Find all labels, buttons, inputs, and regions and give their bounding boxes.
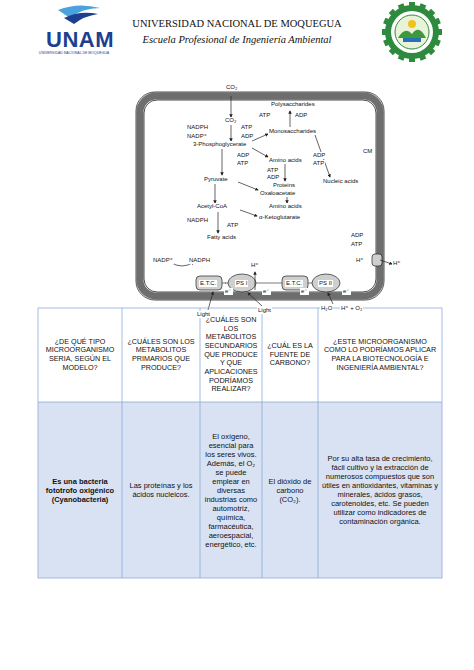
gear-tooth [418, 53, 426, 61]
gear-tooth [389, 47, 397, 55]
membrane-label: CM [362, 148, 373, 155]
column-header: ¿CUÁLES SON LOS METABOLITOS SECUNDARIOS … [203, 316, 259, 394]
cofactor: ATP [240, 124, 253, 131]
cofactor: ATP [350, 241, 363, 248]
electron: e⁻ [342, 288, 351, 295]
cofactor: ATP [258, 112, 271, 119]
table-cell: El oxígeno, esencial para los seres vivo… [200, 402, 262, 578]
electron: e⁻ [300, 288, 309, 295]
page-heading: UNIVERSIDAD NACIONAL DE MOQUEGUA [107, 18, 367, 30]
gear-tooth [398, 3, 406, 11]
school-logo [382, 2, 442, 62]
cofactor: ATP [226, 222, 239, 229]
metabolite: Nucleic acids [322, 178, 359, 185]
cofactor: ATP [312, 160, 325, 167]
gear-tooth [433, 18, 441, 26]
complex-label: E.T.C. [199, 280, 217, 287]
gear-tooth [389, 9, 397, 17]
ion: H⁺ [355, 257, 365, 264]
cofactor: NADP⁺ [186, 133, 208, 140]
ion: H⁺ [250, 262, 260, 269]
product: H⁺ + O₂ [340, 305, 363, 312]
table-cell: Por su alta tasa de crecimiento, fácil c… [318, 402, 442, 578]
logo-text: UNAM [46, 28, 114, 52]
metabolite: Acetyl-CoA [196, 203, 228, 210]
reactant: H₂O [320, 305, 333, 312]
column-header: ¿ESTE MICROORGANISMO COMO LO PODRÍAMOS A… [321, 338, 439, 373]
gear-tooth [409, 2, 415, 8]
gear-tooth [409, 56, 415, 62]
light-label: Light [257, 307, 272, 314]
table-cell: Las proteínas y los ácidos nucleicos. [122, 402, 200, 578]
table-header-cell: ¿CUÁLES SON LOS METABOLITOS PRIMARIOS QU… [122, 308, 200, 402]
unam-logo [58, 5, 100, 24]
column-header: ¿DE QUÉ TIPO MICROORGANISMO SERIA, SEGÚN… [41, 338, 119, 373]
metabolite: Oxaloacetate [259, 190, 296, 197]
cell-text: El oxígeno, esencial para los seres vivo… [203, 432, 259, 549]
complex-label: PS II [318, 280, 333, 287]
table-cell: Es una bacteria fototrofo oxigénico (Cya… [38, 402, 122, 578]
column-header: ¿CUÁLES SON LOS METABOLITOS PRIMARIOS QU… [125, 338, 197, 373]
table-header-cell: ¿CUÁLES SON LOS METABOLITOS SECUNDARIOS … [200, 308, 262, 402]
metabolite: α-Ketoglutarate [258, 214, 301, 221]
complex-label: E.T.C. [285, 280, 303, 287]
cofactor: NADPH [188, 257, 211, 264]
table-cell: El dióxido de carbono (CO₂). [262, 402, 318, 578]
electron: e⁻ [224, 288, 233, 295]
metabolite: CO₂ [224, 117, 237, 124]
table-grid [38, 308, 442, 578]
cell-text: Las proteínas y los ácidos nucleicos. [125, 481, 197, 499]
cell-text: Es una bacteria fototrofo oxigénico (Cya… [41, 477, 119, 504]
cofactor: ADP [240, 133, 254, 140]
cofactor: NADP⁺ [152, 257, 174, 264]
complex-label: PS I [235, 280, 248, 287]
page-subheading: Escuela Profesional de Ingeniería Ambien… [107, 34, 367, 46]
metabolite: Pyruvate [203, 176, 229, 183]
cofactor: ADP [266, 174, 280, 181]
metabolite: Amino acids [268, 203, 303, 210]
ion: H⁺ [392, 260, 402, 267]
gear-tooth [427, 9, 435, 17]
gear-tooth [383, 18, 391, 26]
cofactor: ADP [350, 232, 364, 239]
metabolite: CO₂ [225, 84, 238, 91]
column-header: ¿CUÁL ES LA FUENTE DE CARBONO? [265, 342, 315, 368]
gear-tooth [383, 38, 391, 46]
gear-tooth [382, 29, 388, 35]
metabolite: Polysaccharides [270, 101, 316, 108]
cell-illustration [136, 92, 392, 310]
cofactor: ATP [236, 160, 249, 167]
metabolite: Monosaccharides [268, 128, 317, 135]
table-header-cell: ¿DE QUÉ TIPO MICROORGANISMO SERIA, SEGÚN… [38, 308, 122, 402]
table-header-cell: ¿CUÁL ES LA FUENTE DE CARBONO? [262, 308, 318, 402]
gear-tooth [436, 29, 442, 35]
metabolite: Fatty acids [206, 234, 237, 241]
table-header-cell: ¿ESTE MICROORGANISMO COMO LO PODRÍAMOS A… [318, 308, 442, 402]
cell-text: El dióxido de carbono (CO₂). [265, 477, 315, 504]
gear-tooth [433, 38, 441, 46]
cofactor: ATP [266, 167, 279, 174]
cofactor: NADPH [186, 124, 209, 131]
gear-tooth [418, 3, 426, 11]
cofactor: ADP [312, 152, 326, 159]
logo-caption: UNIVERSIDAD NACIONAL DE MOQUEGUA [34, 52, 114, 56]
metabolite: Proteins [272, 182, 296, 189]
electron: e⁻ [262, 288, 271, 295]
gear-tooth [427, 47, 435, 55]
metabolite: Amino acids [268, 157, 303, 164]
cofactor: ADP [294, 112, 308, 119]
metabolite: 3-Phosphoglycerate [192, 141, 247, 148]
cell-text: Por su alta tasa de crecimiento, fácil c… [321, 454, 439, 526]
gear-tooth [398, 53, 406, 61]
cofactor: ADP [236, 152, 250, 159]
cofactor: NADPH [186, 217, 209, 224]
